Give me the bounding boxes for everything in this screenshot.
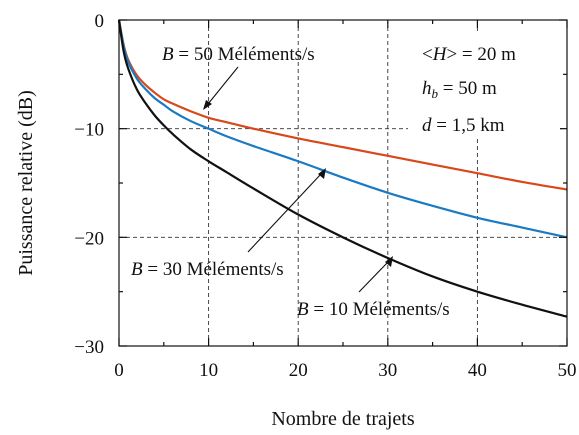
- x-tick-label: 20: [289, 360, 308, 381]
- x-tick-label: 40: [468, 360, 487, 381]
- y-axis-title: Puissance relative (dB): [15, 90, 37, 276]
- y-tick-label: −10: [74, 120, 104, 141]
- parameters-background: [408, 32, 560, 136]
- x-tick-label: 0: [114, 360, 124, 381]
- x-tick-label: 30: [378, 360, 397, 381]
- series-line-2: [117, 19, 568, 318]
- x-tick-labels: 0 10 20 30 40 50: [114, 360, 576, 381]
- series-line-0: [117, 19, 568, 191]
- param-base-height: hb = 50 m: [422, 78, 497, 101]
- annotation-b10: B = 10 Méléments/s: [297, 299, 450, 320]
- annotation-b30: B = 30 Méléments/s: [131, 259, 284, 280]
- parameters: <H> = 20 m hb = 50 m d = 1,5 km: [408, 32, 560, 136]
- y-tick-labels: 0 −10 −20 −30: [74, 11, 104, 358]
- series-line-1: [117, 19, 568, 239]
- annotation-arrow-b50: [203, 66, 239, 110]
- y-tick-label: −30: [74, 337, 104, 358]
- y-tick-label: 0: [95, 11, 105, 32]
- x-tick-label: 10: [199, 360, 218, 381]
- x-tick-label: 50: [558, 360, 577, 381]
- param-mean-height: <H> = 20 m: [422, 44, 516, 65]
- y-tick-label: −20: [74, 228, 104, 249]
- annotation-arrow-b30: [247, 168, 326, 253]
- axis-ticks: [118, 19, 568, 347]
- annotation-b50: B = 50 Méléments/s: [162, 44, 315, 65]
- x-axis-title: Nombre de trajets: [271, 408, 414, 430]
- series-lines: [117, 19, 568, 318]
- param-distance: d = 1,5 km: [422, 115, 505, 136]
- annotation-arrow-b10: [358, 256, 393, 293]
